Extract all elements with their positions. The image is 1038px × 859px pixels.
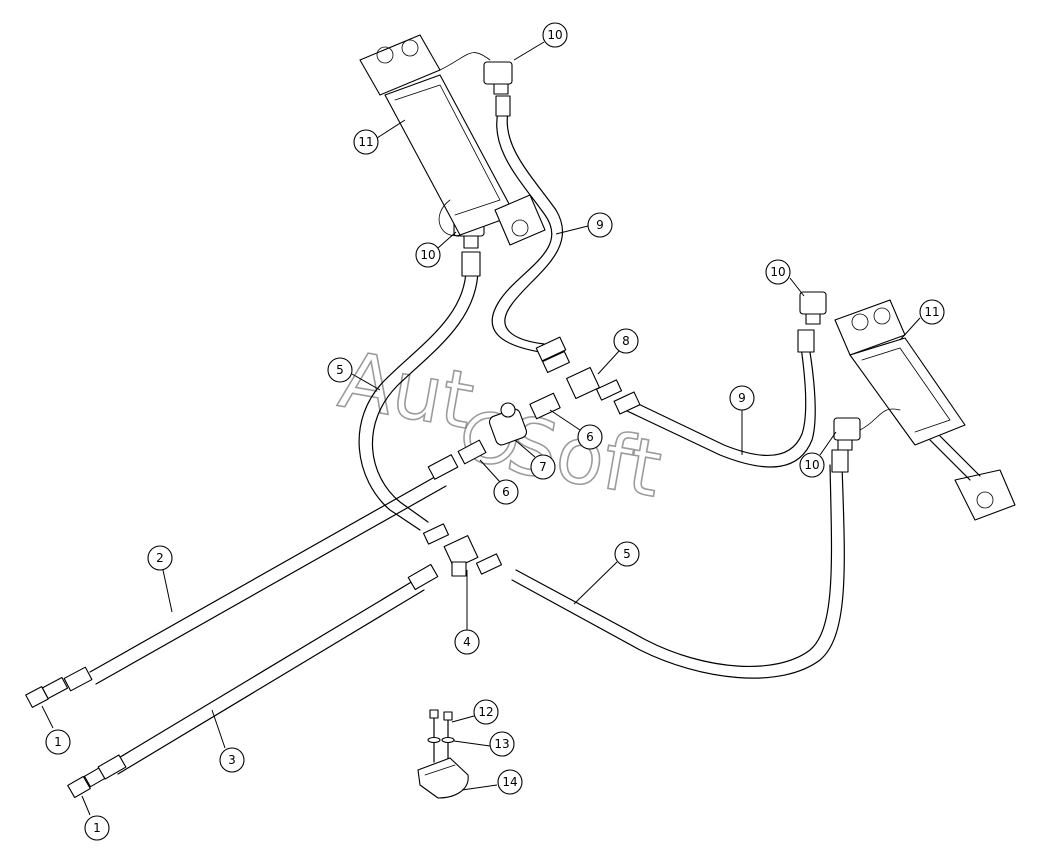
fitting-hose5-top (461, 251, 481, 277)
callout-14: 14 (461, 769, 523, 795)
callout-label: 5 (336, 363, 344, 377)
callout-label: 14 (502, 775, 517, 789)
callout-1-bottom: 1 (81, 795, 110, 841)
callout-12: 12 (451, 699, 499, 725)
callout-9-right: 9 (729, 385, 755, 455)
callout-label: 10 (770, 265, 785, 279)
fitting-hose9-c (797, 329, 815, 353)
bolt-12 (429, 709, 453, 763)
washer-13 (427, 736, 455, 744)
callout-10-top: 10 (513, 22, 568, 61)
callout-3: 3 (211, 709, 245, 773)
fitting-1b (67, 754, 127, 799)
callout-label: 9 (738, 391, 746, 405)
callout-11-right: 11 (899, 299, 945, 341)
callout-label: 2 (156, 551, 164, 565)
callout-label: 1 (54, 735, 62, 749)
callout-label: 1 (93, 821, 101, 835)
callout-13: 13 (453, 731, 515, 757)
elbow-fitting-10d (833, 417, 861, 451)
hose-2 (89, 473, 447, 685)
hydraulic-cylinder-11a (359, 34, 546, 246)
watermark-text-2: Soft (500, 400, 667, 515)
callout-10-mid: 10 (415, 231, 457, 268)
clamp-14 (417, 757, 469, 799)
callout-8: 8 (597, 328, 639, 375)
callout-label: 7 (539, 460, 547, 474)
callout-5-right: 5 (573, 541, 640, 605)
callout-label: 10 (420, 248, 435, 262)
callout-label: 3 (228, 753, 236, 767)
tee-fitting-4 (422, 523, 503, 577)
fitting-6b (457, 439, 487, 465)
fitting-1a (25, 666, 93, 708)
callout-label: 11 (924, 305, 939, 319)
callout-label: 5 (623, 547, 631, 561)
elbow-fitting-10c (799, 291, 827, 325)
elbow-fitting-10a (483, 61, 513, 95)
callout-10-right-low: 10 (799, 431, 837, 478)
callout-label: 8 (622, 334, 630, 348)
callout-label: 10 (804, 458, 819, 472)
callout-9-top: 9 (555, 212, 613, 238)
callout-2: 2 (147, 545, 173, 613)
fitting-hose3-end (407, 563, 439, 591)
callout-6-low: 6 (479, 459, 519, 505)
fitting-6a (529, 392, 561, 420)
callout-label: 11 (358, 135, 373, 149)
callout-5-left: 5 (327, 357, 381, 391)
fitting-hose9-b (613, 391, 641, 415)
callout-label: 12 (478, 705, 493, 719)
fitting-hose9-top (495, 95, 511, 117)
callout-7: 7 (514, 439, 556, 480)
callout-label: 13 (494, 737, 509, 751)
hose-5-left (358, 264, 479, 531)
hose-9-lower (624, 339, 816, 468)
callout-4: 4 (454, 570, 480, 655)
hose-3 (111, 577, 425, 775)
fitting-hose2-end (427, 454, 459, 480)
hose-5-right (511, 464, 845, 679)
tee-fitting-8 (542, 350, 623, 401)
fitting-hose9-a (535, 336, 567, 362)
callout-label: 9 (596, 218, 604, 232)
hydraulic-cylinder-11b (834, 299, 1016, 521)
fitting-hose5-right-top (831, 449, 849, 473)
valve-7 (488, 402, 528, 446)
callout-label: 6 (586, 430, 594, 444)
watermark-text-1: Aut (333, 335, 480, 447)
callout-label: 10 (547, 28, 562, 42)
callout-label: 4 (463, 635, 471, 649)
callout-1-top: 1 (41, 705, 71, 755)
callout-11-left: 11 (353, 119, 406, 155)
callout-10-right-top: 10 (765, 259, 805, 297)
callout-label: 6 (502, 485, 510, 499)
hose-9-upper (491, 111, 564, 353)
callout-6-mid: 6 (549, 409, 603, 450)
